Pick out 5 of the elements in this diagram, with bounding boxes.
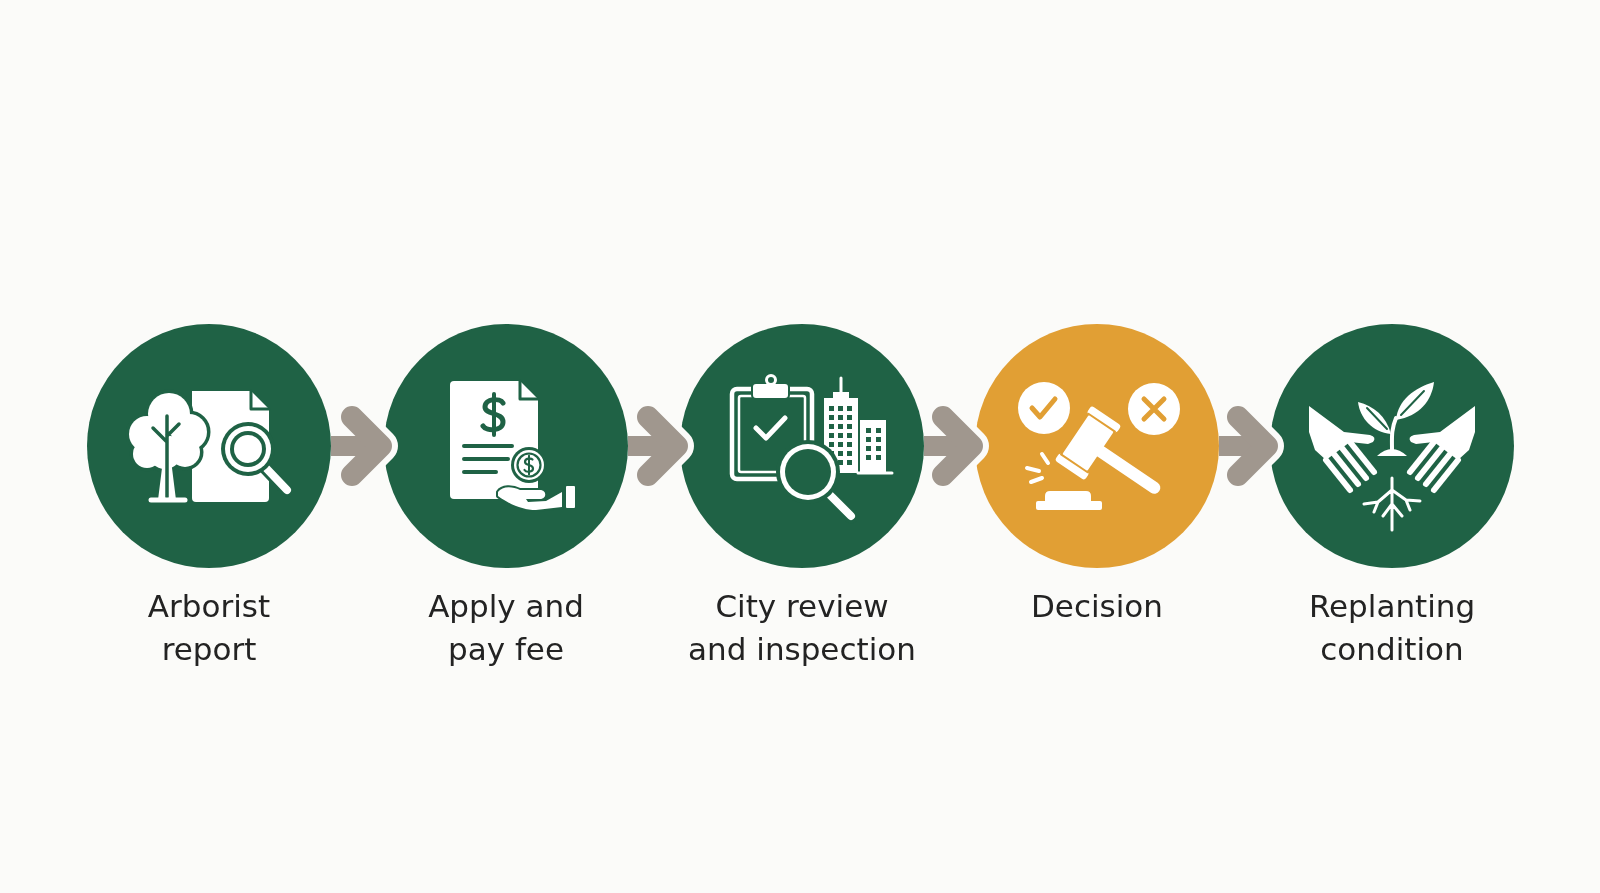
step-label: Replanting condition — [1307, 587, 1477, 669]
step-label: Arborist report — [146, 587, 272, 669]
step-label: Decision — [1030, 587, 1164, 626]
step-label: Apply and pay fee — [427, 587, 585, 669]
step-label: City review and inspection — [687, 587, 917, 669]
